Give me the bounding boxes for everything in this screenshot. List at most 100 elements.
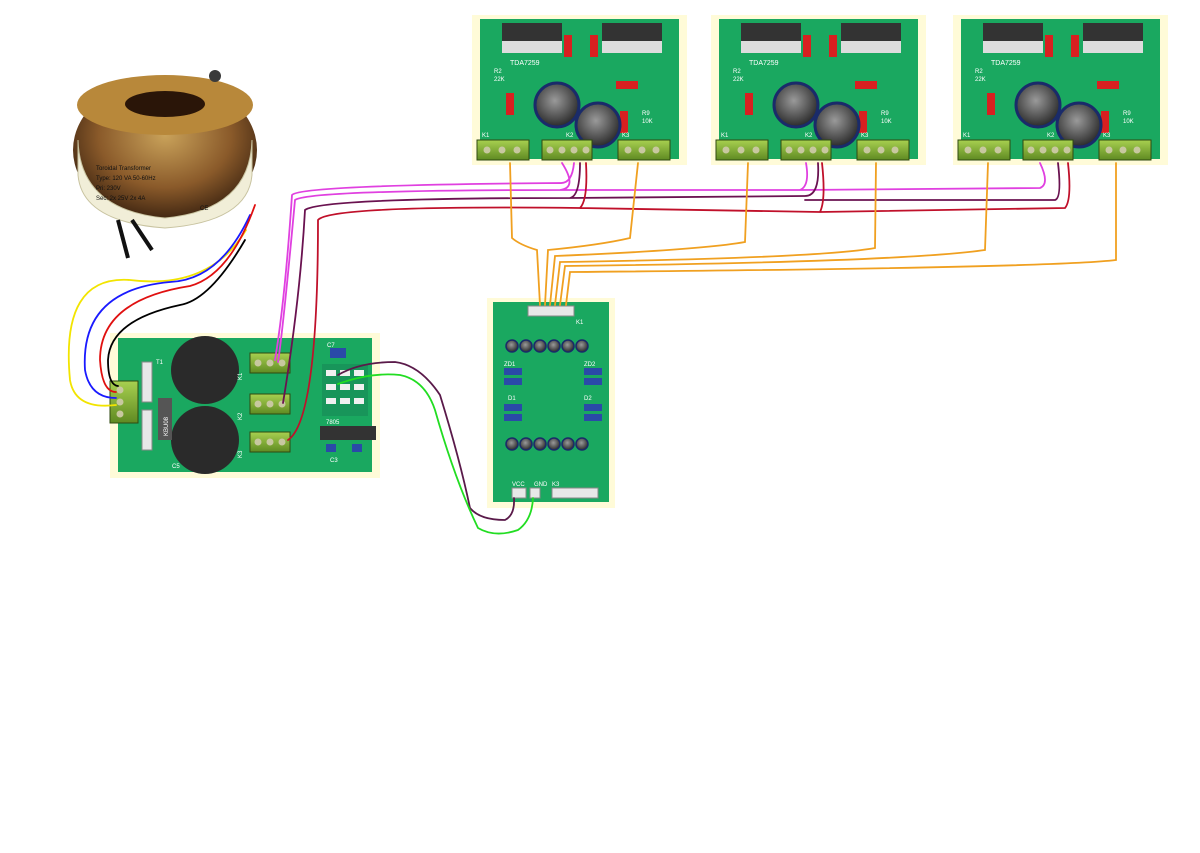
transformer-label-line-4: Sec: 2x 25V 2x 4A: [96, 196, 145, 202]
amp2-chip-label: TDA7259: [749, 60, 779, 67]
tone-k1-label: K1: [576, 320, 584, 326]
amp1-r9-val: 10K: [642, 119, 653, 125]
filter-capacitor-c5: [171, 336, 239, 404]
amp3-chip-label: TDA7259: [991, 60, 1021, 67]
amp3-heatsink-left: [983, 23, 1043, 41]
psu-k2-label: K2: [238, 412, 244, 420]
tone-zd2-label: ZD2: [584, 362, 596, 368]
amp1-terminal-k2[interactable]: [541, 139, 593, 161]
tone-output-connector-k3[interactable]: [551, 487, 599, 499]
transformer-label-line-3: Pri: 230V: [96, 186, 121, 192]
voltage-regulator: [320, 426, 376, 440]
tone-d1-label: D1: [508, 396, 516, 402]
wire-purple-rail: [282, 162, 1061, 404]
psu-terminal-k2[interactable]: [249, 393, 291, 415]
wire-orange-amp1-left: [509, 162, 541, 306]
wire-red-transformer: [99, 204, 256, 393]
psu-regulator-label: 7805: [326, 420, 340, 426]
psu-terminal-k1[interactable]: [249, 352, 291, 374]
tone-vcc-label: VCC: [512, 482, 525, 488]
amp3-heatsink-right: [1083, 23, 1143, 41]
amp3-r9-label: R9: [1123, 111, 1131, 117]
amp1-k1-label: K1: [482, 133, 490, 139]
tone-gnd-connector[interactable]: [529, 487, 541, 499]
amp2-heatsink-left: [741, 23, 801, 41]
wire-orange-amp3-left: [559, 162, 989, 306]
transformer-label: Toroidal Transformer Type: 120 VA 50-60H…: [96, 166, 208, 212]
tone-gnd-label: GND: [534, 482, 548, 488]
bridge-rectifier: [158, 398, 172, 440]
psu-k3-label: K3: [238, 450, 244, 458]
wire-red-rail: [287, 162, 1071, 441]
wire-black-transformer: [107, 239, 246, 387]
amp2-r9-label: R9: [881, 111, 889, 117]
amp2-terminal-k3[interactable]: [856, 139, 910, 161]
amp1-capacitor-c2: [574, 101, 622, 149]
wire-green-gnd: [337, 373, 534, 535]
wire-orange-amp1-right: [544, 162, 639, 306]
amp3-k3-label: K3: [1103, 133, 1111, 139]
psu-c7-label: C7: [327, 343, 335, 349]
amp3-terminal-k1[interactable]: [957, 139, 1011, 161]
wire-magenta-rail: [274, 162, 575, 361]
filter-capacitor-c6: [171, 406, 239, 474]
amp2-r9-val: 10K: [881, 119, 892, 125]
wire-dark-purple-vcc: [337, 361, 515, 521]
amp1-chip-label: TDA7259: [510, 60, 540, 67]
amp3-r9-val: 10K: [1123, 119, 1134, 125]
amp2-capacitor-c1: [772, 81, 820, 129]
wire-orange-amp3-right: [565, 162, 1117, 306]
transformer-mount-icon: [209, 70, 221, 82]
transformer-label-line-1: Toroidal Transformer: [96, 166, 151, 172]
amp1-r2-val: 22K: [494, 77, 505, 83]
wires: [67, 162, 1117, 535]
tone-capacitor-row-top: [505, 339, 589, 353]
bridge-label: KBU08: [164, 416, 170, 436]
amp2-k1-label: K1: [721, 133, 729, 139]
amp3-terminal-k3[interactable]: [1098, 139, 1152, 161]
wire-yellow-transformer: [67, 229, 247, 407]
tone-board: K1 ZD1 ZD2 D1 D2: [487, 298, 615, 508]
amp3-k1-label: K1: [963, 133, 971, 139]
amp1-terminal-k3[interactable]: [617, 139, 671, 161]
psu-c5-label: C5: [172, 464, 180, 470]
amp1-heatsink-left: [502, 23, 562, 41]
amp3-r2-label: R2: [975, 69, 983, 75]
fuse-1: [141, 361, 153, 403]
amp3-capacitor-c1: [1014, 81, 1062, 129]
amp1-capacitor-c1: [533, 81, 581, 129]
wire-orange-amp2-left: [549, 162, 749, 306]
psu-k1-label: K1: [238, 372, 244, 380]
amp-board-1: TDA7259 R2 22K R9 10K K1 K2 K3: [472, 15, 687, 165]
amp2-terminal-k1[interactable]: [715, 139, 769, 161]
toroidal-transformer: Toroidal Transformer Type: 120 VA 50-60H…: [73, 70, 257, 259]
amp2-capacitor-c2: [813, 101, 861, 149]
psu-terminal-k3[interactable]: [249, 431, 291, 453]
tone-input-connector-k1[interactable]: [527, 305, 575, 317]
psu-ac-input-terminal[interactable]: [109, 380, 139, 424]
amp1-r9-label: R9: [642, 111, 650, 117]
tone-k3-label: K3: [552, 482, 560, 488]
amp1-terminal-k1[interactable]: [476, 139, 530, 161]
psu-c3-label: C3: [330, 458, 338, 464]
amp2-heatsink-right: [841, 23, 901, 41]
psu-board: C5 T1 KBU08 K1 K2 K3: [109, 333, 380, 478]
amp1-r2-label: R2: [494, 69, 502, 75]
primary-lead-2: [130, 218, 154, 252]
psu-t1-label: T1: [156, 360, 164, 366]
amp2-k2-label: K2: [805, 133, 813, 139]
amp3-k2-label: K2: [1047, 133, 1055, 139]
amp1-k3-label: K3: [622, 133, 630, 139]
amp2-k3-label: K3: [861, 133, 869, 139]
psu-cap-c7: [330, 348, 346, 358]
amp1-k2-label: K2: [566, 133, 574, 139]
tone-zd1-label: ZD1: [504, 362, 516, 368]
amp-board-2: TDA7259 R2 22K R9 10K K1 K2 K3: [711, 15, 926, 165]
amp3-r2-val: 22K: [975, 77, 986, 83]
transformer-label-line-2: Type: 120 VA 50-60Hz: [96, 176, 156, 182]
amp2-terminal-k2[interactable]: [780, 139, 832, 161]
transformer-label-line-5: CE: [200, 206, 208, 212]
tone-vcc-connector[interactable]: [511, 487, 527, 499]
amp3-terminal-k2[interactable]: [1022, 139, 1074, 161]
